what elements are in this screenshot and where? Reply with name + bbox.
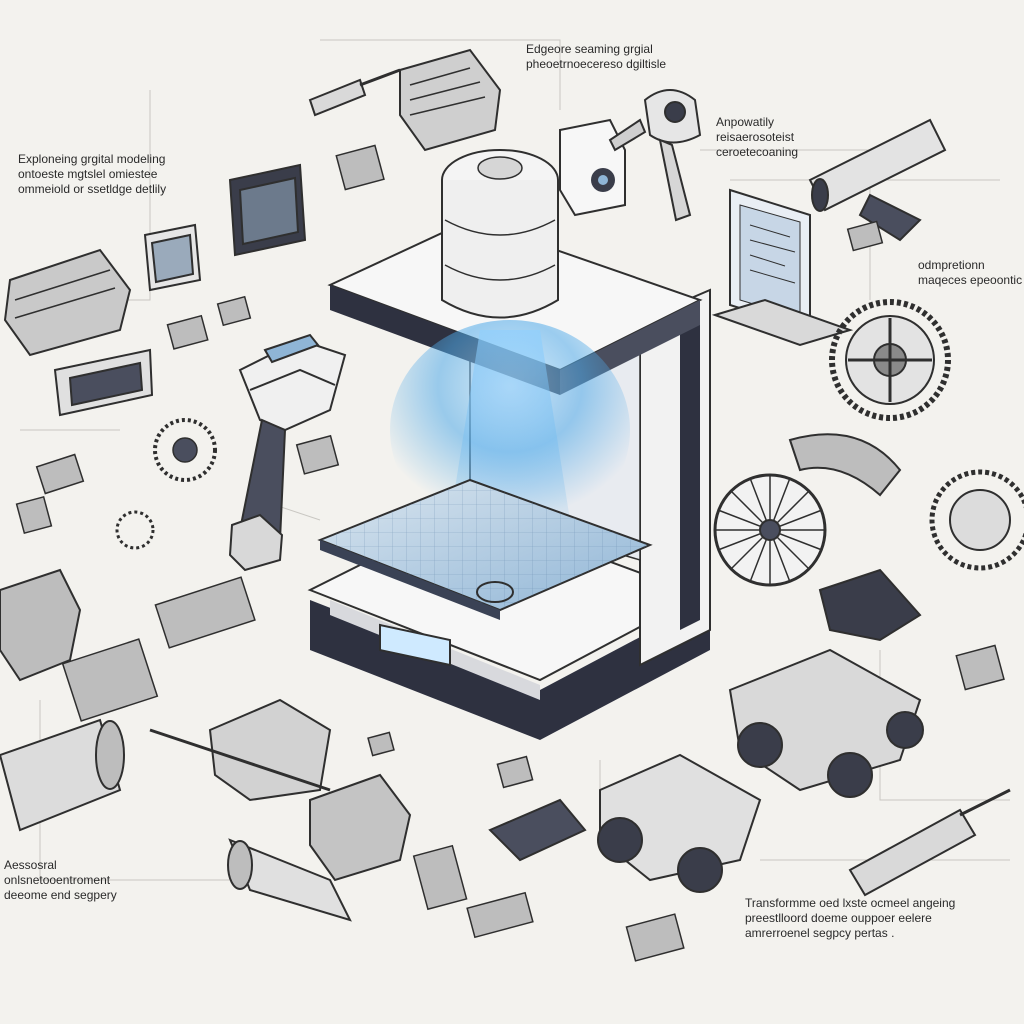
laptop-icon [711,188,854,347]
monitor-icon [53,163,307,417]
label-line: Transformme oed lxste ocmeel angeing [745,896,956,910]
label-line: onlsnetooentroment [4,873,111,887]
label-line: odmpretionn [918,258,985,272]
telescope-icon [808,118,947,242]
handheld-scanner-icon [228,333,347,572]
pipe-part-icon [0,718,352,922]
label-line: preestlloord doeme ouppoer eelere [745,911,932,925]
label-line: pheoetrnoecereso dgiltisle [526,57,667,71]
label-right-upper: Anpowatily reisaerosoteist ceroetecoanin… [716,115,798,160]
engine-block-icon [0,48,922,882]
label-left-bottom: Aessosral onlsnetooentroment deeome end … [4,858,117,903]
label-line: Aessosral [4,858,57,872]
label-top-center: Edgeore seaming grgial pheoetrnoecereso … [526,42,666,72]
gear-wheel-icon [829,299,1024,571]
printer-icon [307,118,711,740]
label-line: ommeiold or ssetldge detlily [18,182,167,196]
turbine-icon [713,433,902,587]
label-line: amrerroenel segpcy pertas . [745,926,895,940]
label-right-middle: odmpretionn maqeces epeoontic [918,258,1022,288]
label-left-upper: Exploneing grgital modeling ontoeste mgt… [18,152,166,197]
label-line: Exploneing grgital modeling [18,152,166,166]
label-line: Anpowatily [716,115,775,129]
drill-tool-icon [149,68,1011,897]
label-line: Edgeore seaming grgial [526,42,653,56]
vehicle-model-icon [208,648,924,893]
label-line: ceroetecoaning [716,145,799,159]
label-line: reisaerosoteist [716,130,795,144]
small-parts [15,144,1005,962]
label-line: deeome end segpery [4,888,117,902]
label-line: maqeces epeoontic [918,273,1023,287]
scan-pen-icon [608,89,702,222]
label-right-bottom: Transformme oed lxste ocmeel angeing pre… [745,896,955,941]
label-line: ontoeste mgtslel omiestee [18,167,158,181]
